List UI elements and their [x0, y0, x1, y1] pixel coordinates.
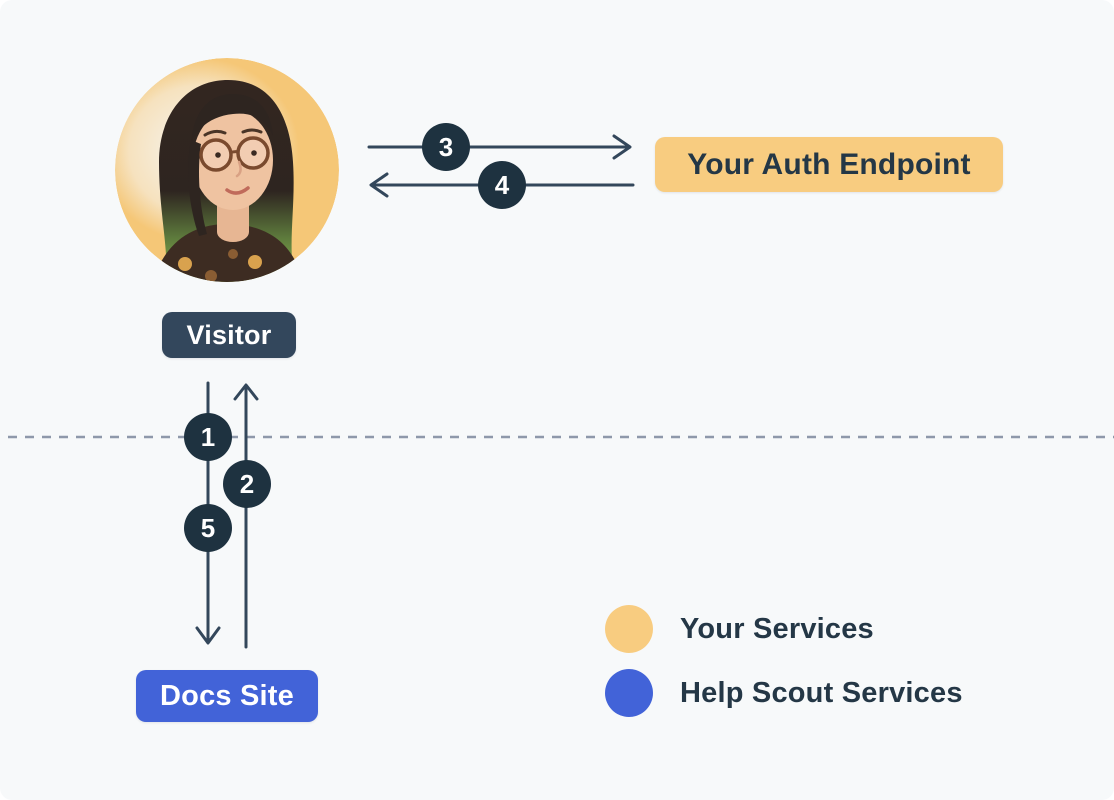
legend-item-your-services: Your Services: [605, 605, 963, 653]
helpscout-services-swatch-icon: [605, 669, 653, 717]
legend: Your Services Help Scout Services: [605, 605, 963, 733]
step-badge-2: 2: [223, 460, 271, 508]
visitor-portrait-illustration: [115, 58, 339, 282]
helpscout-services-label: Help Scout Services: [680, 676, 963, 709]
docs-site-node-label: Docs Site: [136, 670, 318, 722]
legend-item-helpscout-services: Help Scout Services: [605, 669, 963, 717]
auth-endpoint-node-label: Your Auth Endpoint: [655, 137, 1003, 192]
visitor-avatar: [115, 58, 339, 282]
step-badge-3: 3: [422, 123, 470, 171]
visitor-node-label: Visitor: [162, 312, 296, 358]
step-badge-4: 4: [478, 161, 526, 209]
arrow-visitor-to-auth: [367, 134, 632, 160]
your-services-swatch-icon: [605, 605, 653, 653]
your-services-label: Your Services: [680, 612, 874, 645]
arrow-docs-to-visitor: [233, 383, 259, 649]
step-badge-1: 1: [184, 413, 232, 461]
step-badge-5: 5: [184, 504, 232, 552]
